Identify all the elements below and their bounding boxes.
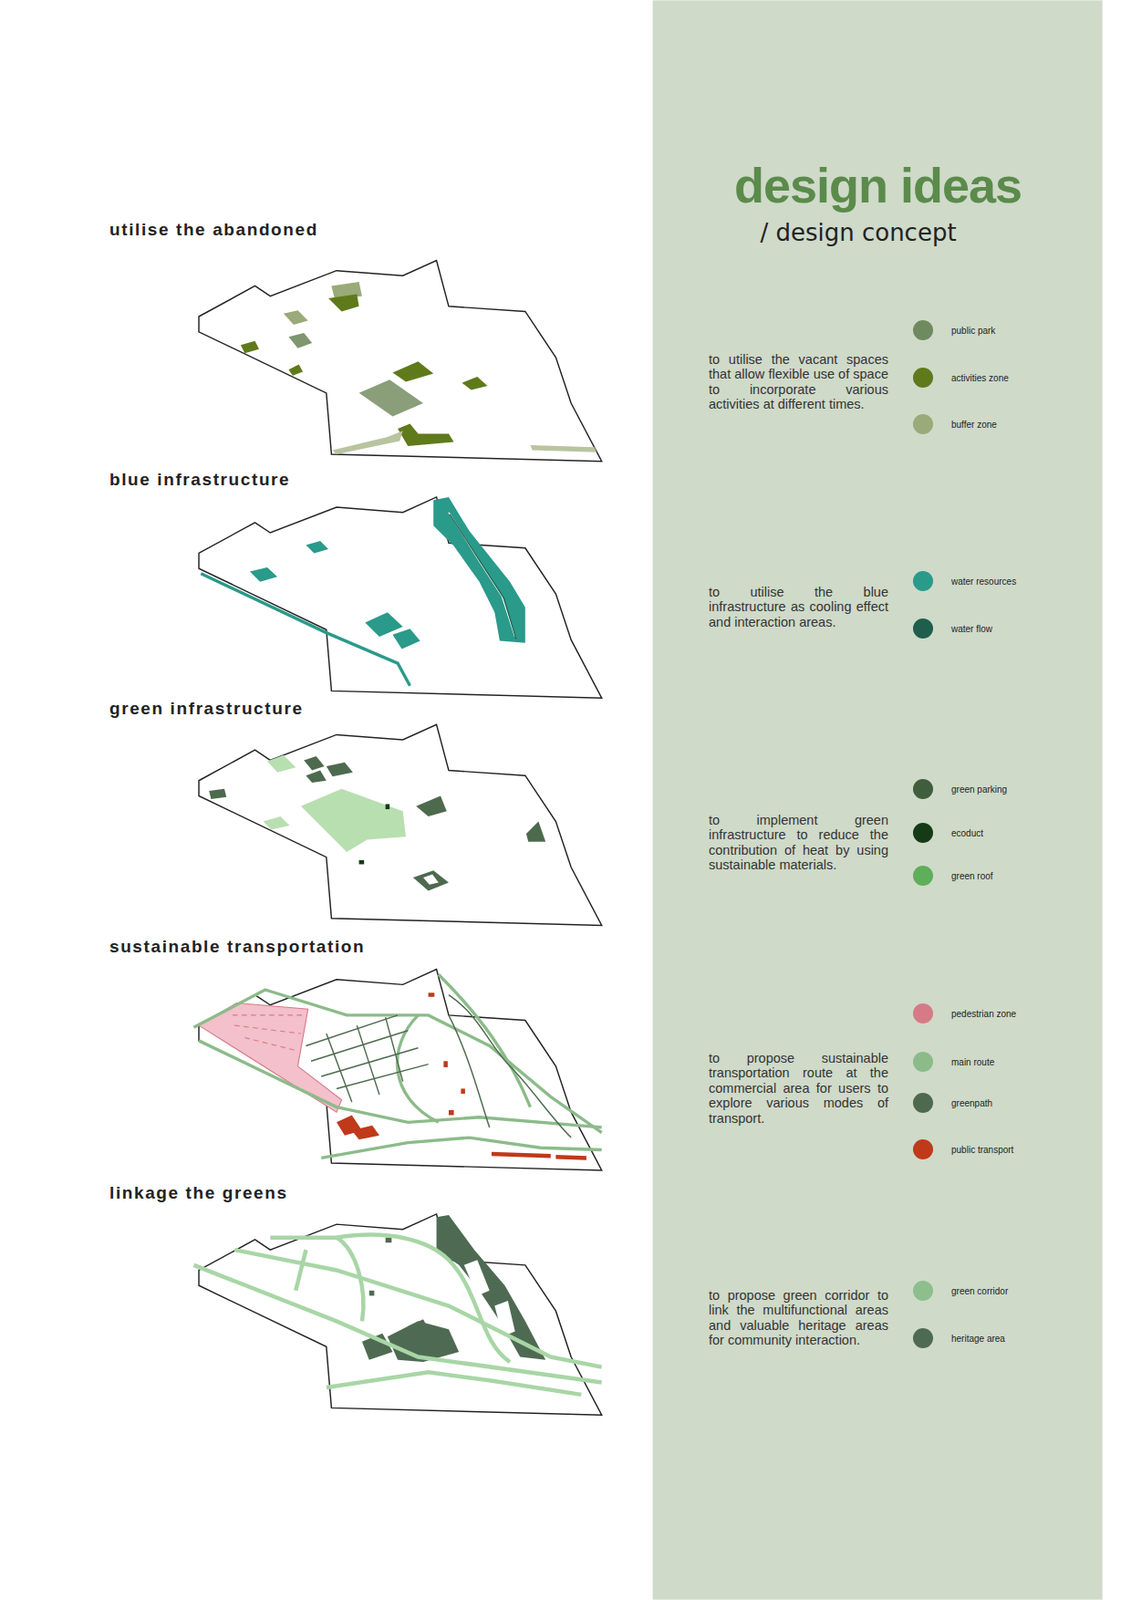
legend-swatch <box>913 1328 934 1349</box>
section-description: to utilise the vacant spaces that allow … <box>708 352 889 413</box>
legend-swatch <box>913 367 934 388</box>
section-heading: green infrastructure <box>109 698 304 719</box>
map-blue <box>198 497 602 698</box>
map-linkage <box>193 1214 602 1415</box>
section-heading: utilise the abandoned <box>109 219 319 240</box>
legend-swatch <box>913 822 934 843</box>
map-abandoned <box>198 260 602 462</box>
legend-label: water resources <box>951 576 1017 587</box>
section-description: to propose green corridor to link the mu… <box>708 1287 889 1349</box>
legend-swatch <box>913 414 934 435</box>
section-heading: blue infrastructure <box>109 469 291 490</box>
legend-swatch <box>913 865 934 886</box>
legend-swatch <box>913 1280 934 1301</box>
section-heading: linkage the greens <box>109 1182 289 1204</box>
legend-label: public transport <box>951 1144 1014 1155</box>
legend-label: water flow <box>951 623 993 634</box>
section-description: to utilise the blue infrastructure as co… <box>708 584 889 630</box>
legend-label: greenpath <box>951 1098 993 1109</box>
legend-swatch <box>913 778 934 799</box>
side-panel <box>653 0 1103 1599</box>
section-description: to implement green infrastructure to red… <box>708 812 889 873</box>
legend-label: green corridor <box>951 1286 1008 1297</box>
section-heading: sustainable transportation <box>109 936 365 957</box>
legend-label: buffer zone <box>951 419 997 430</box>
legend-swatch <box>913 1092 934 1113</box>
legend-swatch <box>913 570 934 592</box>
page-title: design ideas <box>653 156 1103 214</box>
legend-label: ecoduct <box>951 828 984 839</box>
legend-swatch <box>913 1051 934 1072</box>
legend-label: main route <box>951 1057 995 1068</box>
section-description: to propose sustainable transportation ro… <box>708 1050 889 1126</box>
page-subtitle: / design concept <box>653 218 1064 247</box>
legend-label: green roof <box>951 871 994 882</box>
legend-label: pedestrian zone <box>951 1008 1017 1019</box>
legend-swatch <box>913 618 934 639</box>
map-transport <box>193 969 602 1171</box>
legend-swatch <box>913 320 934 341</box>
legend-swatch <box>913 1139 934 1160</box>
legend-label: green parking <box>951 784 1007 795</box>
legend-label: public park <box>951 325 996 336</box>
map-green <box>198 724 602 925</box>
legend-label: heritage area <box>951 1333 1006 1344</box>
legend-swatch <box>913 1003 934 1024</box>
legend-label: activities zone <box>951 373 1009 384</box>
